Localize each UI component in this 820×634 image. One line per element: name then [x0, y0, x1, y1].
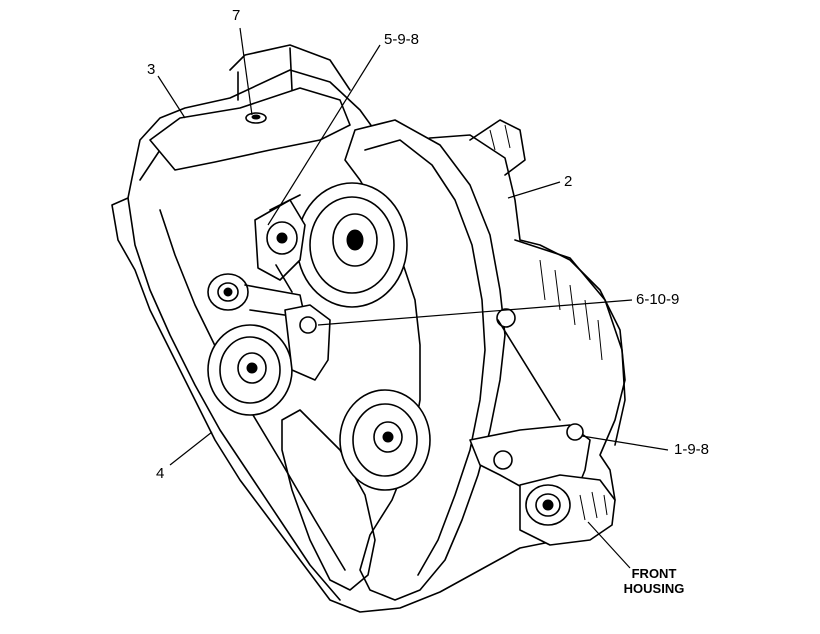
leader-7 — [239, 27, 253, 116]
drive-belt — [281, 119, 506, 601]
leader-5-9-8 — [267, 44, 381, 226]
leader-2 — [507, 181, 561, 199]
lower-pulley — [339, 389, 431, 491]
front-housing-label-line2: HOUSING — [624, 581, 685, 596]
leader-1-9-8 — [581, 435, 669, 451]
callout-4: 4 — [156, 465, 164, 482]
callout-7: 7 — [232, 7, 240, 24]
top-bracket — [149, 44, 351, 171]
tensioner-bracket — [284, 304, 331, 381]
callout-5-9-8: 5-9-8 — [384, 31, 419, 48]
leader-3 — [157, 75, 186, 119]
callout-6-10-9: 6-10-9 — [636, 291, 679, 308]
front-housing-label-line1: FRONT — [632, 566, 677, 581]
belt-tensioner — [254, 194, 306, 293]
leader-4 — [169, 431, 213, 466]
alternator-pulley — [296, 182, 408, 308]
crankshaft-pulley — [207, 324, 293, 416]
leader-front-housing — [587, 521, 631, 569]
callout-3: 3 — [147, 61, 155, 78]
front-housing — [519, 474, 616, 546]
callout-2: 2 — [564, 173, 572, 190]
leader-6-10-9 — [317, 299, 633, 326]
leader-lines — [157, 27, 669, 569]
callout-1-9-8: 1-9-8 — [674, 441, 709, 458]
